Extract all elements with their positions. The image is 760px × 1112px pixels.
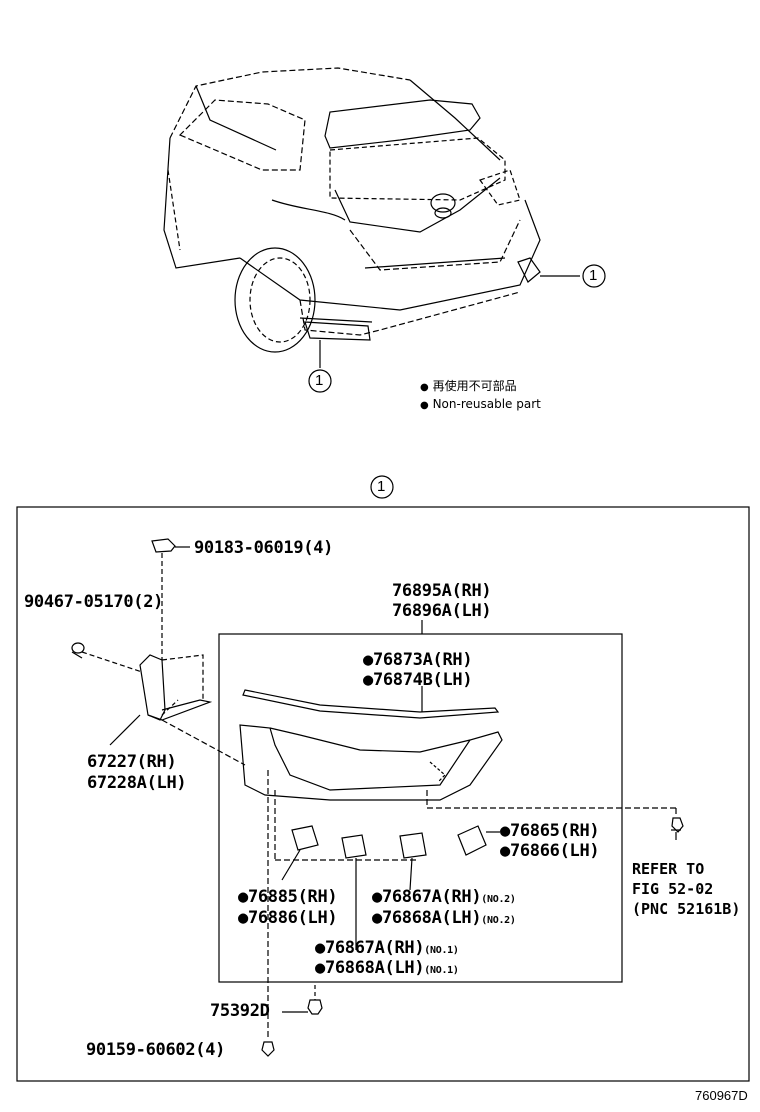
part-number: 76868A(LH) — [324, 958, 425, 978]
bullet-icon: ● — [372, 908, 382, 928]
part-number: 76867A(RH) — [381, 887, 482, 907]
callout-circle-top-right — [582, 264, 606, 288]
label-76867-no1: ●76867A(RH)(NO.1) — [315, 938, 459, 958]
bullet-icon: ● — [238, 908, 248, 928]
refer-line-3: (PNC 52161B) — [632, 900, 741, 918]
part-number: 76868A(LH) — [381, 908, 482, 928]
label-76867-no2: ●76867A(RH)(NO.2) — [372, 887, 516, 907]
pad-76867-no1-shape — [341, 834, 367, 950]
label-67227: 67227(RH) — [87, 752, 177, 772]
pad-76867-no2-shape — [399, 832, 427, 891]
callout-number-top-left: 1 — [315, 372, 324, 389]
bullet-icon: ● — [420, 400, 429, 411]
label-76865: ●76865(RH) — [500, 821, 600, 841]
label-76873: ●76873A(RH) — [363, 650, 473, 670]
car-rear-illustration — [163, 67, 580, 368]
molding-strip-shape — [242, 686, 500, 719]
part-number: 76885(RH) — [247, 887, 338, 907]
figure-code: 760967D — [695, 1088, 748, 1103]
label-90183: 90183-06019(4) — [194, 538, 334, 558]
bolt-90159-shape — [261, 1041, 275, 1057]
callout-number-main: 1 — [377, 478, 386, 495]
label-76868-no1: ●76868A(LH)(NO.1) — [315, 958, 459, 978]
label-76886: ●76886(LH) — [238, 908, 338, 928]
bullet-icon: ● — [238, 887, 248, 907]
label-76866: ●76866(LH) — [500, 841, 600, 861]
variant-no2: (NO.2) — [481, 915, 516, 926]
refer-line-1: REFER TO — [632, 860, 705, 878]
legend-text-en: Non-reusable part — [432, 397, 541, 411]
screw-75392d-shape — [282, 985, 323, 1015]
part-number: 76867A(RH) — [324, 938, 425, 958]
legend-text-jp: 再使用不可部品 — [432, 379, 517, 393]
bracket-67227-shape — [109, 654, 246, 766]
bullet-icon: ● — [500, 821, 510, 841]
label-76885: ●76885(RH) — [238, 887, 338, 907]
part-number: 76886(LH) — [247, 908, 338, 928]
pad-76865-shape — [457, 825, 500, 856]
label-75392: 75392D — [210, 1001, 270, 1021]
callout-circle-top-left — [308, 369, 332, 393]
legend-row-jp: ● 再使用不可部品 — [420, 377, 541, 397]
bullet-icon: ● — [315, 958, 325, 978]
part-number: 76866(LH) — [509, 841, 600, 861]
label-90159: 90159-60602(4) — [86, 1040, 226, 1060]
bullet-icon: ● — [500, 841, 510, 861]
part-number: 76874B(LH) — [372, 670, 473, 690]
legend: ● 再使用不可部品 ● Non-reusable part — [420, 377, 541, 411]
bullet-icon: ● — [315, 938, 325, 958]
label-76896: 76896A(LH) — [392, 601, 492, 621]
refer-block: REFER TO FIG 52-02 (PNC 52161B) — [632, 860, 740, 918]
label-67228: 67228A(LH) — [87, 773, 187, 793]
assembly-frame — [16, 506, 750, 1082]
pad-76885-shape — [281, 825, 319, 881]
variant-no1: (NO.1) — [424, 945, 459, 956]
label-90467: 90467-05170(2) — [24, 592, 164, 612]
bullet-icon: ● — [372, 887, 382, 907]
connector-lines — [267, 770, 677, 1040]
refer-line-2: FIG 52-02 — [632, 880, 714, 898]
callout-number-top-right: 1 — [589, 267, 598, 284]
callout-circle-main — [370, 475, 394, 499]
variant-no2: (NO.2) — [481, 894, 516, 905]
legend-row-en: ● Non-reusable part — [420, 397, 541, 411]
nut-90183-shape — [151, 538, 190, 660]
label-76895: 76895A(RH) — [392, 581, 492, 601]
bullet-icon: ● — [420, 382, 429, 393]
bullet-icon: ● — [363, 650, 373, 670]
label-76874: ●76874B(LH) — [363, 670, 473, 690]
bullet-icon: ● — [363, 670, 373, 690]
part-number: 76865(RH) — [509, 821, 600, 841]
screw-90467-shape — [71, 642, 143, 673]
reflector-body-shape — [239, 620, 503, 801]
clip-52161b-shape — [671, 817, 684, 840]
label-76868-no2: ●76868A(LH)(NO.2) — [372, 908, 516, 928]
part-number: 76873A(RH) — [372, 650, 473, 670]
variant-no1: (NO.1) — [424, 965, 459, 976]
